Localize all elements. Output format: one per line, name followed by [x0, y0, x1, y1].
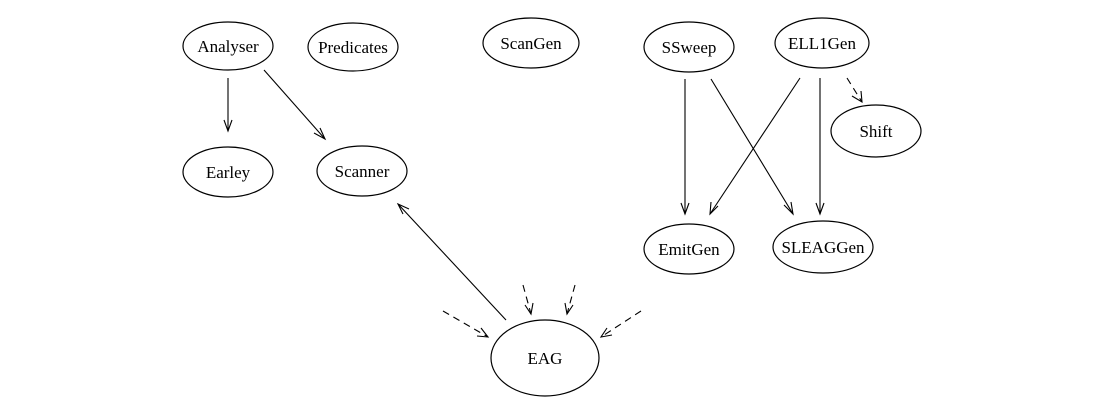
- node-shift: Shift: [830, 104, 922, 158]
- edge-analyser-scanner: [263, 69, 327, 141]
- edge-incoming-eag-4: [599, 310, 642, 338]
- node-earley: Earley: [182, 146, 274, 198]
- node-ell1gen-label: ELL1Gen: [788, 34, 856, 53]
- node-predicates: Predicates: [307, 22, 399, 72]
- edge-eag-scanner: [396, 202, 507, 321]
- edges: [223, 69, 863, 338]
- edge-ell1gen-emitgen: [709, 77, 801, 216]
- node-eag-label: EAG: [528, 349, 563, 368]
- node-analyser: Analyser: [182, 21, 274, 71]
- edge-incoming-eag-1: [442, 310, 490, 338]
- node-eag: EAG: [490, 319, 600, 397]
- edge-ssweep-emitgen: [680, 79, 690, 216]
- node-emitgen: EmitGen: [643, 223, 735, 275]
- edge-incoming-eag-2: [522, 284, 534, 316]
- node-predicates-label: Predicates: [318, 38, 388, 57]
- edge-analyser-earley: [223, 78, 233, 133]
- node-sleaggen-label: SLEAGGen: [781, 238, 865, 257]
- node-sleaggen: SLEAGGen: [772, 220, 874, 274]
- edge-ssweep-sleaggen: [710, 78, 794, 216]
- node-scangen-label: ScanGen: [500, 34, 562, 53]
- node-scanner-label: Scanner: [335, 162, 390, 181]
- node-ssweep-label: SSweep: [662, 38, 717, 57]
- node-analyser-label: Analyser: [197, 37, 259, 56]
- node-ssweep: SSweep: [643, 21, 735, 73]
- edge-ell1gen-shift: [846, 77, 863, 104]
- edge-ell1gen-sleaggen: [815, 78, 825, 216]
- nodes: Analyser Predicates ScanGen SSweep ELL1G…: [182, 17, 922, 397]
- edge-incoming-eag-3: [564, 284, 576, 316]
- node-earley-label: Earley: [206, 163, 251, 182]
- node-emitgen-label: EmitGen: [658, 240, 720, 259]
- node-ell1gen: ELL1Gen: [774, 17, 870, 69]
- node-shift-label: Shift: [859, 122, 892, 141]
- node-scanner: Scanner: [316, 145, 408, 197]
- node-scangen: ScanGen: [482, 17, 580, 69]
